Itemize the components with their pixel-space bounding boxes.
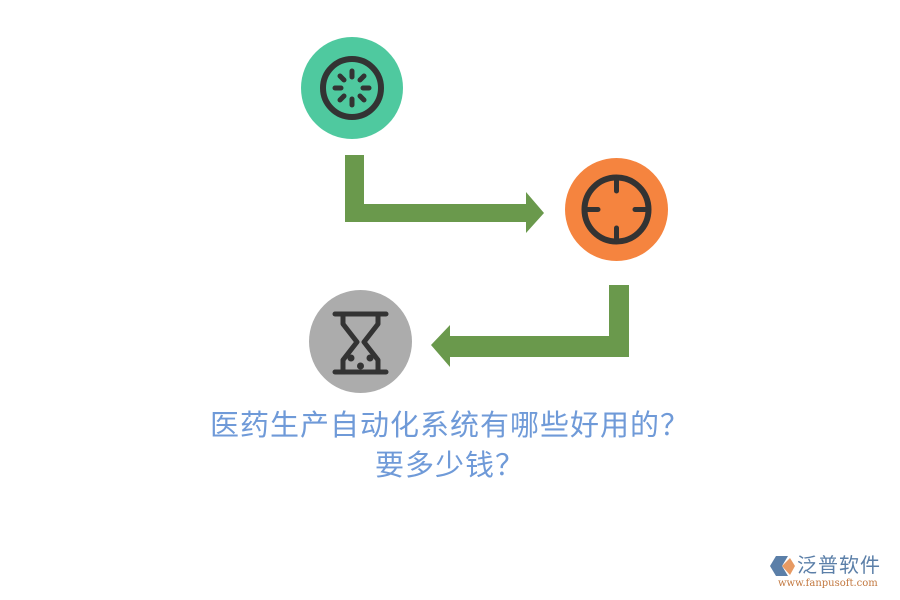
logo-mark-icon [770,556,795,576]
crosshair-target-icon [581,174,652,245]
step-1-circle [301,37,403,139]
hourglass-icon [332,311,389,375]
logo-name: 泛普软件 [797,553,881,577]
title-line-1: 医药生产自动化系统有哪些好用的？ [209,408,690,442]
loading-spinner-icon [320,56,384,120]
arrow-connector-1 [345,155,544,233]
step-2-circle [565,158,668,261]
title-line-2: 要多少钱？ [374,448,525,482]
step-3-circle [309,290,412,393]
logo-url: www.fanpusoft.com [778,578,878,589]
arrow-connector-2 [431,285,629,367]
logo: 泛普软件 www.fanpusoft.com [770,553,895,593]
